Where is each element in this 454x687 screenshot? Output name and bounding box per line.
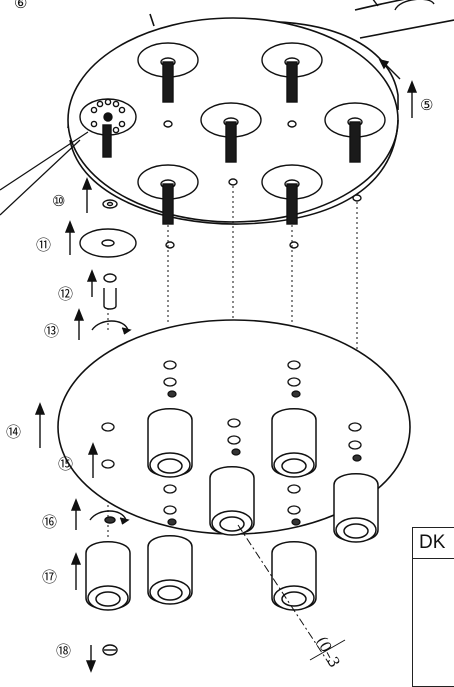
cylinder-spot [147,408,193,478]
upper-nuts [163,120,362,249]
cylinder-spot [209,466,255,536]
cylinder-spot [147,535,193,605]
callout-6: ⑥ [14,0,27,12]
callout-16: ⑯ [42,513,57,531]
dimension-note: (0–3 [312,633,343,670]
callout-17: ⑰ [42,568,57,586]
spot-mount [261,42,323,103]
spot-mount [324,102,386,163]
spot-mount [137,42,199,103]
dimension-line [237,524,346,666]
cylinder-spot [333,473,379,543]
side-parts [79,199,137,335]
callout-labels: ⑥ ⑤ ⑩ ⑪ ⑫ ⑬ ⑭ ⑮ ⑯ ⑰ ⑱ [6,0,433,660]
spot-mount [261,164,323,225]
upper-spot-mounts [137,42,386,225]
callout-5: ⑤ [420,96,433,114]
wire-leads [0,131,89,216]
spot-mount [200,102,262,163]
callout-15: ⑮ [58,455,73,473]
terminal-block [79,98,137,158]
callout-14: ⑭ [6,423,21,441]
lower-fasteners [101,360,362,526]
callout-11: ⑪ [36,236,51,254]
callout-10: ⑩ [52,192,65,210]
cylinder-spots [85,408,379,611]
spot-mount [137,164,199,225]
language-box: DK [412,527,454,687]
callout-arrows [34,58,418,673]
callout-12: ⑫ [58,285,73,303]
callout-18: ⑱ [56,642,71,660]
callout-13: ⑬ [44,322,59,340]
part-16-18 [89,510,130,656]
language-code: DK [413,528,454,559]
partial-callout-ring [372,0,435,11]
cylinder-spot [271,541,317,611]
cylinder-spot [271,408,317,478]
cylinder-spot [85,541,131,611]
